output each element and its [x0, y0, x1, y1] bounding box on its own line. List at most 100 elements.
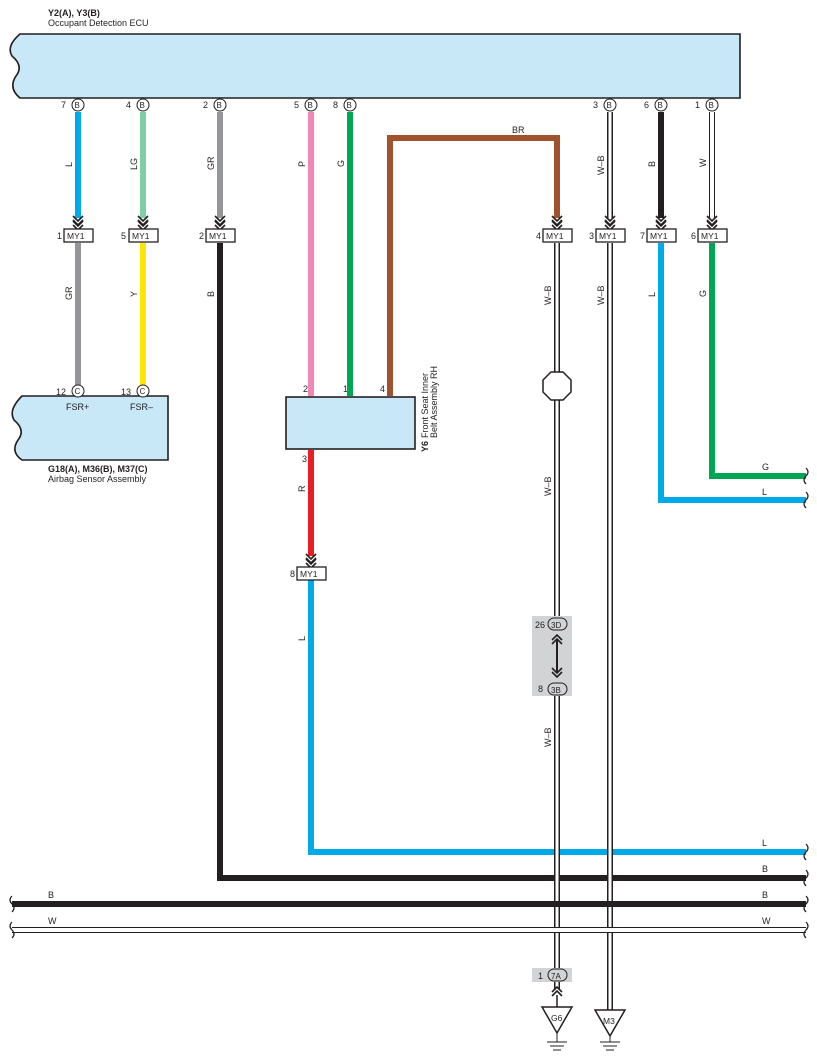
- wire-label: B: [762, 864, 768, 874]
- wire-label: W–B: [543, 285, 553, 305]
- wire-label: W: [48, 916, 57, 926]
- wire-breaks: [9, 467, 809, 939]
- wire-label: W–B: [596, 155, 606, 175]
- ground-g6: G6: [540, 995, 574, 1051]
- ecu-name: Occupant Detection ECU: [48, 18, 149, 28]
- ecu-title: Y2(A), Y3(B): [48, 8, 100, 18]
- svg-text:2: 2: [199, 231, 204, 241]
- wire-label: LG: [129, 158, 139, 170]
- svg-text:3D: 3D: [551, 621, 561, 630]
- wire-label: L: [647, 292, 657, 297]
- airbag-sensor-assembly: G18(A), M36(B), M37(C) Airbag Sensor Ass…: [11, 395, 169, 484]
- wire-label: W–B: [543, 476, 553, 496]
- junction-7a: 1 7A: [532, 968, 572, 997]
- splice-point: [542, 371, 572, 401]
- svg-text:C: C: [75, 387, 81, 396]
- svg-text:B: B: [347, 101, 352, 110]
- svg-text:3: 3: [589, 231, 594, 241]
- wire-label: L: [762, 838, 767, 848]
- airbag-name: Airbag Sensor Assembly: [48, 474, 147, 484]
- svg-text:MY1: MY1: [701, 231, 719, 241]
- svg-text:8: 8: [333, 100, 338, 110]
- fsr-minus-label: FSR–: [130, 402, 153, 412]
- wire-label: L: [297, 636, 307, 641]
- wire-label: W: [698, 158, 708, 167]
- svg-text:2: 2: [203, 100, 208, 110]
- wire-label: G: [336, 160, 346, 167]
- wire-label: BR: [512, 125, 525, 135]
- svg-text:C: C: [140, 387, 146, 396]
- wire-label: Y: [129, 291, 139, 297]
- my1-connector: 2 MY1: [199, 215, 236, 243]
- wire-label: GR: [64, 286, 74, 300]
- svg-text:1: 1: [695, 100, 700, 110]
- wire-label: P: [297, 161, 307, 167]
- svg-text:MY1: MY1: [209, 231, 227, 241]
- belt-pin-4: 4: [380, 384, 385, 394]
- svg-text:MY1: MY1: [300, 569, 318, 579]
- wire-label: W–B: [596, 285, 606, 305]
- my1-connector: 4 MY1: [536, 215, 573, 243]
- wire-label: B: [647, 161, 657, 167]
- svg-text:6: 6: [644, 100, 649, 110]
- wire-label: G: [698, 290, 708, 297]
- wire-label: G: [762, 462, 769, 472]
- wire-label: L: [64, 162, 74, 167]
- belt-pin-3: 3: [302, 454, 307, 464]
- wire-label: B: [48, 890, 54, 900]
- svg-text:12: 12: [56, 387, 66, 397]
- svg-text:M3: M3: [603, 1016, 615, 1026]
- airbag-title: G18(A), M36(B), M37(C): [48, 464, 148, 474]
- wire-labels: L LG GR P G BR W–B B W GR Y B W–B W–B L …: [48, 125, 771, 926]
- wire-label: W: [762, 916, 771, 926]
- wire-label: GR: [206, 156, 216, 170]
- wire-label: W–B: [543, 727, 553, 747]
- svg-text:1: 1: [538, 971, 543, 981]
- svg-text:MY1: MY1: [546, 231, 564, 241]
- svg-text:MY1: MY1: [132, 231, 150, 241]
- svg-text:13: 13: [121, 387, 131, 397]
- svg-text:4: 4: [536, 231, 541, 241]
- svg-text:B: B: [75, 101, 80, 110]
- svg-text:7A: 7A: [551, 972, 561, 981]
- svg-text:26: 26: [535, 620, 545, 630]
- wires: [12, 112, 806, 1012]
- belt-code: Y6: [420, 441, 430, 452]
- belt-name-1: Front Seat Inner: [420, 373, 430, 438]
- svg-text:5: 5: [121, 231, 126, 241]
- belt-name-2: Belt Assembly RH: [429, 366, 439, 438]
- svg-text:4: 4: [126, 100, 131, 110]
- my1-connector: 5 MY1: [121, 215, 159, 243]
- belt-pin-1: 1: [343, 384, 348, 394]
- svg-text:B: B: [709, 101, 714, 110]
- airbag-pins: 12 C 13 C: [56, 384, 150, 398]
- svg-text:5: 5: [294, 100, 299, 110]
- wire-label: B: [206, 291, 216, 297]
- svg-text:1: 1: [57, 231, 62, 241]
- fsr-plus-label: FSR+: [66, 402, 89, 412]
- wire-label: B: [762, 890, 768, 900]
- svg-text:3: 3: [593, 100, 598, 110]
- svg-text:8: 8: [538, 684, 543, 694]
- svg-text:B: B: [308, 101, 313, 110]
- svg-text:3B: 3B: [551, 686, 561, 695]
- svg-text:B: B: [607, 101, 612, 110]
- junction-3d-3b: 26 3D 8 3B: [532, 616, 572, 696]
- svg-text:7: 7: [640, 231, 645, 241]
- wire-label: L: [762, 487, 767, 497]
- svg-text:B: B: [140, 101, 145, 110]
